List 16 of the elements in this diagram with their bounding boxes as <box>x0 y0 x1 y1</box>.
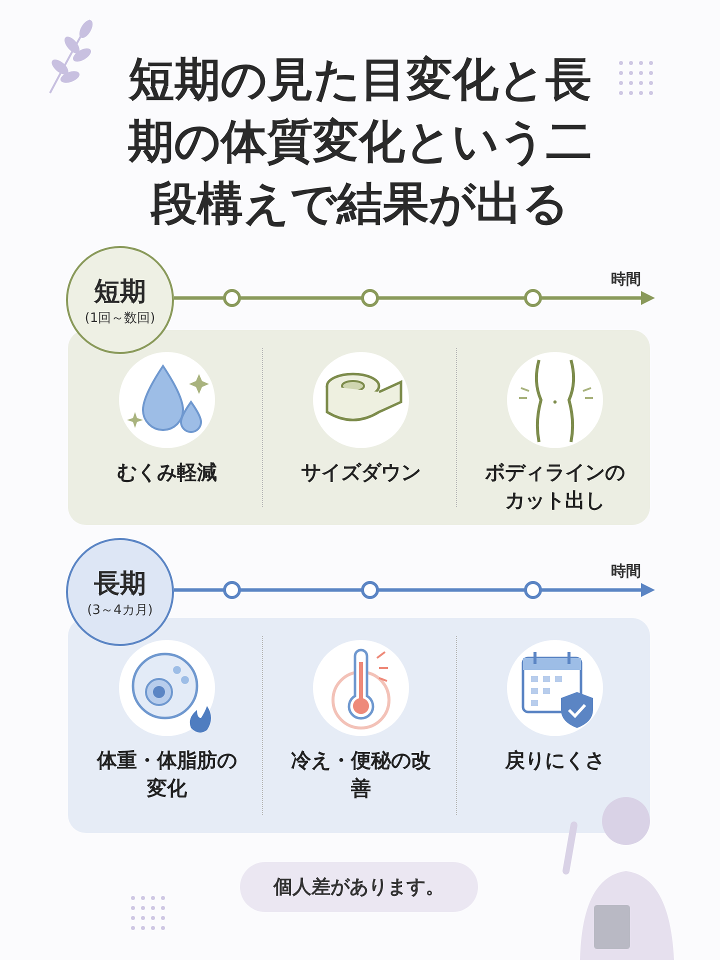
term-note: (3～4カ月) <box>87 602 153 618</box>
item-label: 冷え・便秘の改善 <box>290 747 432 802</box>
time-axis-label: 時間 <box>611 562 641 581</box>
panel-background <box>68 330 650 525</box>
note-text: 個人差があります。 <box>274 875 444 900</box>
item-label: 体重・体脂肪の変化 <box>96 747 238 802</box>
item-label: むくみ軽減 <box>116 459 218 486</box>
item-label: 戻りにくさ <box>504 747 606 774</box>
title-heading: 短期の見た目変化と長期の体質変化という二段構えで結果が出る <box>127 51 593 232</box>
panel-background <box>68 618 650 833</box>
time-axis-label: 時間 <box>611 270 641 289</box>
item-label: サイズダウン <box>300 459 422 486</box>
term-heading: 長期 <box>94 568 146 600</box>
term-note: (1回～数回) <box>84 310 156 326</box>
term-heading: 短期 <box>94 276 146 308</box>
item-label: ボディラインのカット出し <box>484 459 626 514</box>
